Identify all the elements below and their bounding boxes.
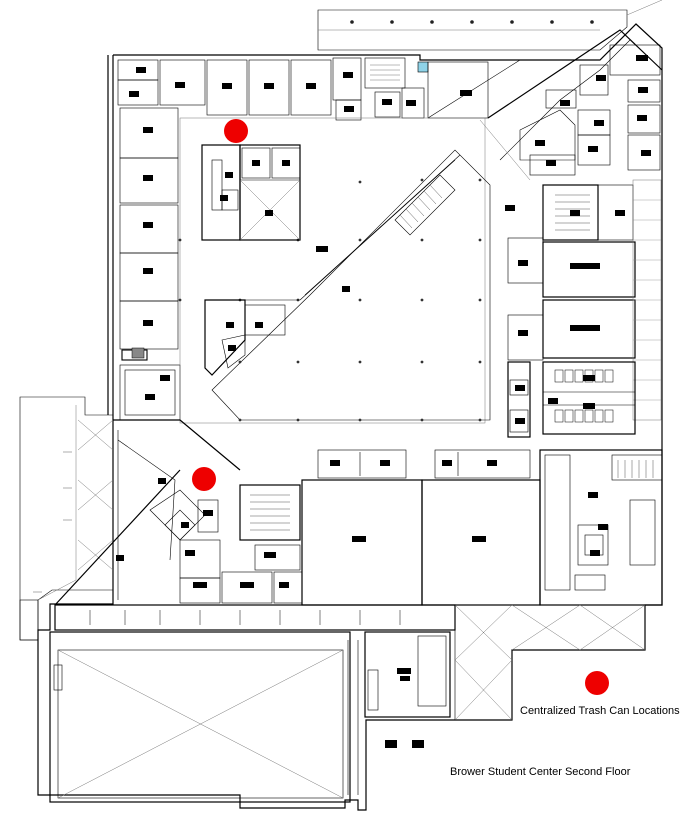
north-canopy [317, 0, 663, 51]
trash-can-markers [192, 119, 609, 695]
central-atrium [178, 117, 491, 424]
south-halls [301, 449, 541, 606]
legend-label: Centralized Trash Can Locations [520, 705, 680, 717]
trash-can-marker-north [224, 119, 248, 143]
inner-west-rooms [204, 299, 300, 376]
west-ramp [19, 396, 114, 641]
room-tags [116, 55, 651, 748]
inner-northwest-block [201, 144, 301, 241]
west-offices [119, 107, 181, 421]
southwest-wing [54, 419, 303, 606]
southeast-block [539, 449, 663, 606]
northeast-wing [479, 29, 663, 181]
north-offices [117, 57, 521, 121]
trash-can-marker-southwest [192, 467, 216, 491]
map-title: Brower Student Center Second Floor [450, 766, 631, 778]
east-restrooms [507, 361, 636, 438]
southeast-canopy [454, 604, 646, 721]
south-corridor [54, 604, 456, 631]
south-center-room [364, 631, 451, 718]
east-offices [507, 179, 662, 421]
southwest-hall [49, 631, 359, 803]
trash-can-legend-marker [585, 671, 609, 695]
